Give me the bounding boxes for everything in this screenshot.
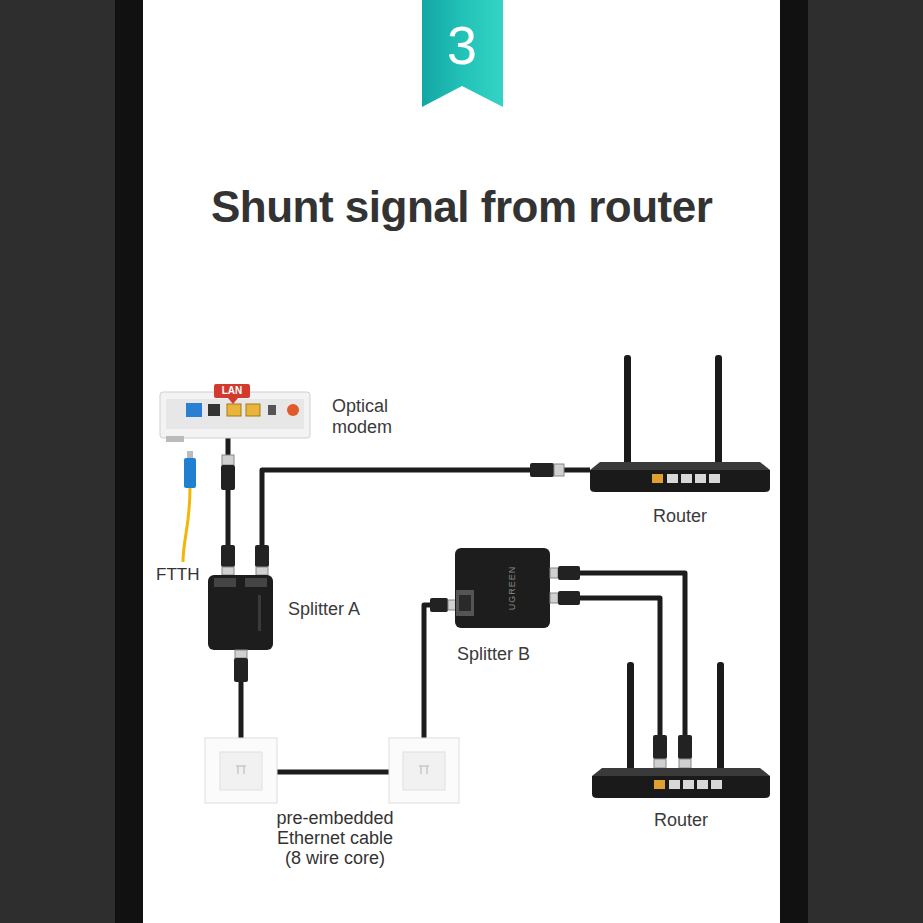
plug-tip xyxy=(448,600,456,610)
router-antenna xyxy=(627,662,634,772)
router-port xyxy=(667,474,678,483)
router-top xyxy=(590,462,770,470)
cable-label: FTTH xyxy=(156,565,199,585)
plug-body xyxy=(558,591,580,605)
modem-port xyxy=(186,403,202,417)
plug-body xyxy=(558,566,580,580)
side-strip xyxy=(115,0,143,923)
splitter-port xyxy=(214,578,236,587)
router-body xyxy=(590,470,770,492)
plug-tip xyxy=(550,593,558,603)
device-label: Splitter B xyxy=(457,644,567,665)
plug-body xyxy=(255,545,269,567)
router-port xyxy=(695,474,706,483)
plug-tip xyxy=(679,759,691,768)
fiber-connector xyxy=(184,458,196,488)
plug-tip xyxy=(554,464,564,476)
device-label: Optical modem xyxy=(332,396,412,438)
router-port xyxy=(652,474,663,483)
plug-tip xyxy=(235,650,247,658)
splitter-port xyxy=(459,595,471,611)
wall-plate-socket xyxy=(403,752,445,790)
brand-mark: UGREEN xyxy=(507,566,517,611)
router-antenna xyxy=(715,355,722,467)
plug-body xyxy=(430,598,448,612)
router: Router xyxy=(590,462,770,492)
side-strip xyxy=(808,0,923,923)
plug-body xyxy=(221,465,235,490)
plug-tip xyxy=(654,759,666,768)
modem-port xyxy=(268,405,276,415)
router-port xyxy=(697,780,708,789)
plug-body xyxy=(221,545,235,567)
step-number: 3 xyxy=(447,14,477,76)
title: Shunt signal from router xyxy=(211,182,712,232)
tag-pointer xyxy=(228,398,238,404)
router-port xyxy=(681,474,692,483)
modem-foot xyxy=(166,436,184,442)
fiber-cable xyxy=(183,488,190,562)
plug-body xyxy=(530,463,554,477)
device-label: Router xyxy=(592,810,770,831)
wall-plate xyxy=(205,738,277,803)
modem-port xyxy=(227,404,241,416)
router-port xyxy=(669,780,680,789)
optical-modem: Optical modem xyxy=(160,392,310,438)
modem-panel xyxy=(166,399,304,429)
cable-note: pre-embedded Ethernet cable (8 wire core… xyxy=(270,808,400,868)
modem-port xyxy=(208,404,220,416)
plug-tip xyxy=(222,455,234,465)
wall-plate-socket xyxy=(220,752,262,790)
plug-body xyxy=(653,735,667,759)
router-port xyxy=(654,780,665,789)
splitter-a-body xyxy=(208,575,273,650)
router: Router xyxy=(592,768,770,798)
splitter-port xyxy=(245,578,267,587)
plug-tip xyxy=(550,568,558,578)
plug-body xyxy=(678,735,692,759)
router-antenna xyxy=(717,662,724,772)
splitter-b-body xyxy=(455,548,550,628)
splitter-logo xyxy=(258,595,261,631)
plug-body xyxy=(234,658,248,682)
modem-body xyxy=(160,392,310,438)
fiber-tip xyxy=(187,451,193,459)
socket-mark xyxy=(236,766,246,774)
splitter: Splitter B xyxy=(455,548,550,628)
device-label: Router xyxy=(590,506,770,527)
socket-mark xyxy=(419,766,429,774)
splitter: Splitter A xyxy=(208,575,273,650)
router-top xyxy=(592,768,770,776)
ethernet-cable xyxy=(550,598,660,768)
modem-button xyxy=(287,404,299,416)
ethernet-cable xyxy=(550,573,685,768)
device-label: Splitter A xyxy=(288,599,398,620)
plug-tip xyxy=(222,567,234,575)
wall-plate xyxy=(389,738,459,803)
modem-port xyxy=(246,404,260,416)
port-tag: LAN xyxy=(214,384,250,398)
splitter-port xyxy=(456,590,474,616)
plug-tip xyxy=(256,567,268,575)
side-strip xyxy=(0,0,115,923)
router-port xyxy=(711,780,722,789)
router-antenna xyxy=(624,355,631,467)
router-port xyxy=(683,780,694,789)
router-body xyxy=(592,776,770,798)
side-strip xyxy=(780,0,808,923)
step-badge xyxy=(422,0,503,107)
router-port xyxy=(709,474,720,483)
